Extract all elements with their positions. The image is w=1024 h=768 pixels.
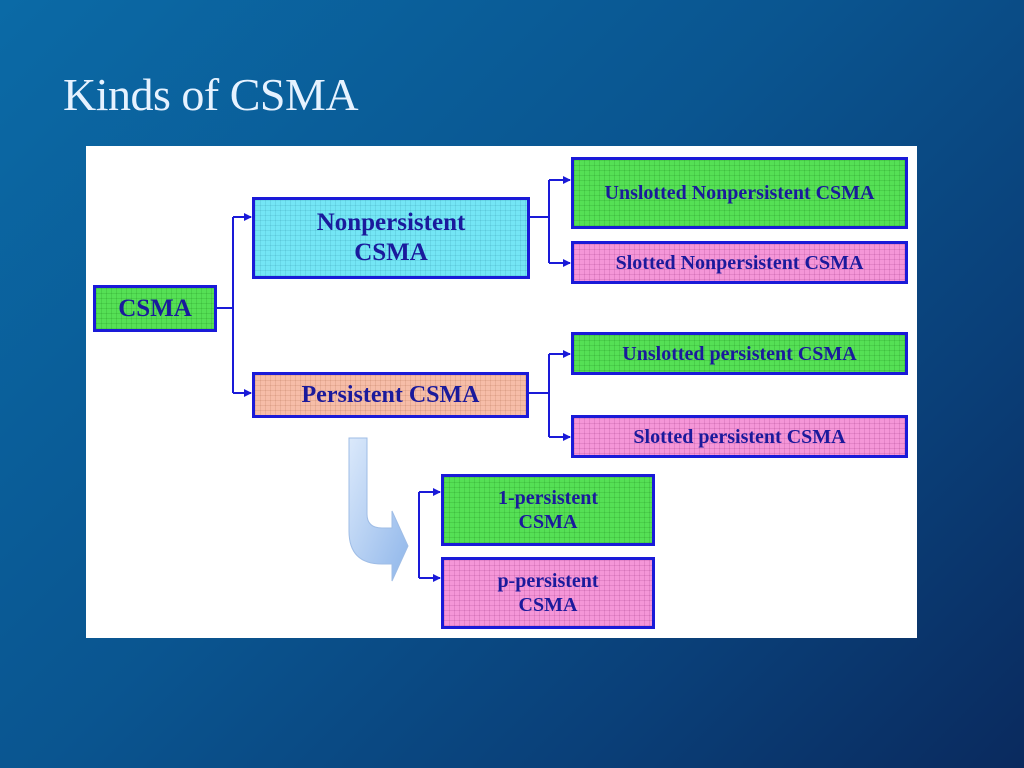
node-slotted-persistent: Slotted persistent CSMA: [571, 415, 908, 458]
node-slotted-nonpersistent-label: Slotted Nonpersistent CSMA: [615, 251, 864, 274]
node-persistent: Persistent CSMA: [252, 372, 529, 418]
diagram-panel: CSMA Nonpersistent CSMA Persistent CSMA …: [86, 146, 917, 638]
node-nonpersistent-label: Nonpersistent CSMA: [316, 209, 466, 266]
node-p-persistent: p-persistent CSMA: [441, 557, 655, 629]
flow-arrow: [348, 437, 409, 582]
node-csma-root: CSMA: [93, 285, 217, 332]
node-unslotted-nonpersistent-label: Unslotted Nonpersistent CSMA: [604, 182, 875, 204]
node-p-persistent-label: p-persistent CSMA: [497, 570, 599, 616]
node-unslotted-nonpersistent: Unslotted Nonpersistent CSMA: [571, 157, 908, 229]
node-1-persistent: 1-persistent CSMA: [441, 474, 655, 546]
node-slotted-persistent-label: Slotted persistent CSMA: [633, 425, 846, 448]
node-nonpersistent: Nonpersistent CSMA: [252, 197, 530, 279]
connector-lines: [217, 176, 571, 582]
node-1-persistent-label: 1-persistent CSMA: [498, 487, 598, 533]
node-persistent-label: Persistent CSMA: [301, 381, 480, 408]
node-csma-root-label: CSMA: [118, 294, 192, 322]
node-unslotted-persistent: Unslotted persistent CSMA: [571, 332, 908, 375]
node-slotted-nonpersistent: Slotted Nonpersistent CSMA: [571, 241, 908, 284]
slide-title: Kinds of CSMA: [63, 69, 359, 120]
node-unslotted-persistent-label: Unslotted persistent CSMA: [622, 342, 857, 365]
